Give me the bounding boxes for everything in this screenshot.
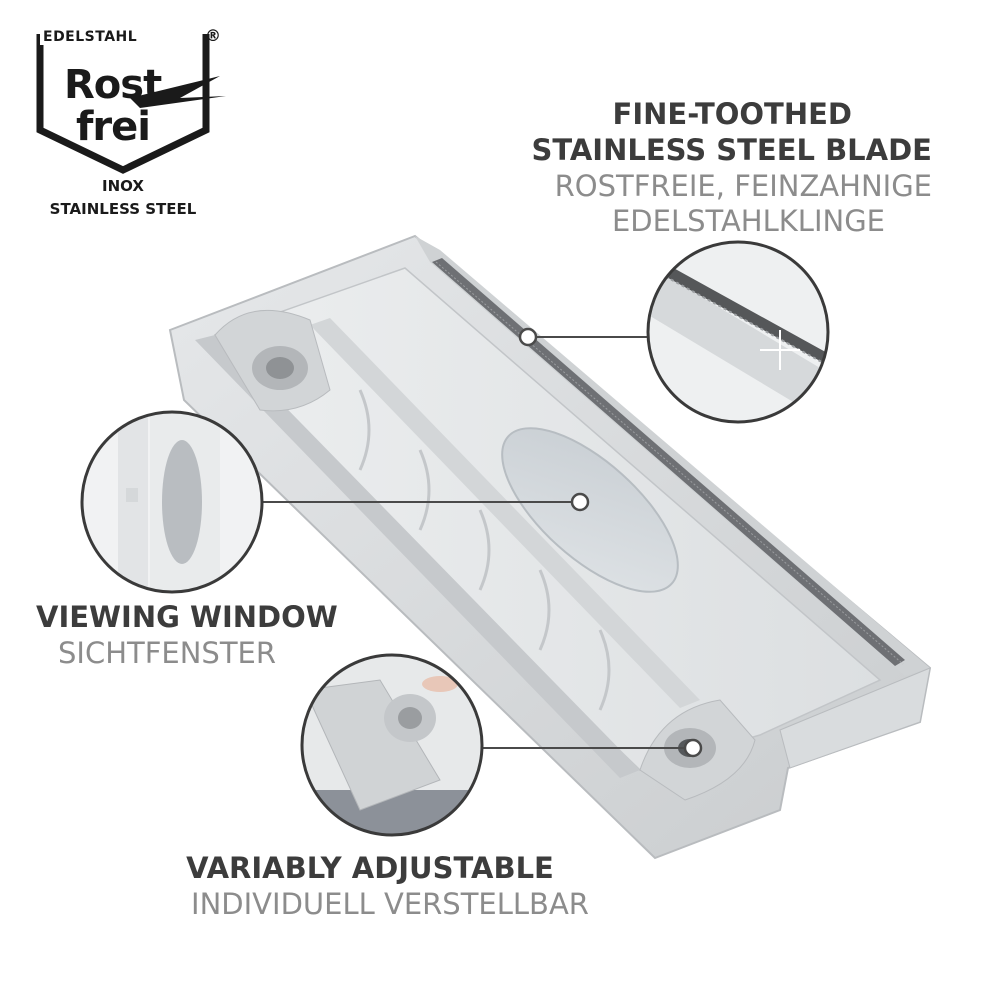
logo-word-rost: Rost: [64, 62, 162, 108]
adjust-subtitle: INDIVIDUELL VERSTELLBAR: [191, 887, 589, 921]
window-subtitle: SICHTFENSTER: [58, 636, 277, 670]
rostfrei-logo: EDELSTAHL ® Rost frei INOX STAINLESS STE…: [30, 20, 230, 220]
logo-registered-mark: ®: [205, 26, 221, 45]
blade-subtitle-line1: ROSTFREIE, FEINZAHNIGE: [554, 169, 932, 203]
logo-inox: INOX: [102, 177, 144, 195]
window-zoom-circle: [80, 410, 264, 594]
adjust-title: VARIABLY ADJUSTABLE: [186, 851, 554, 885]
viewing-window: [501, 427, 679, 593]
blade-subtitle-line2: EDELSTAHLKLINGE: [611, 204, 885, 238]
window-title: VIEWING WINDOW: [36, 600, 338, 634]
blade-title-line1: FINE-TOOTHED: [612, 97, 852, 131]
logo-stainless-steel: STAINLESS STEEL: [49, 200, 197, 218]
blade-zoom-circle: [646, 240, 830, 424]
logo-top-text: EDELSTAHL: [40, 29, 141, 45]
blade-title-line2: STAINLESS STEEL BLADE: [531, 133, 932, 167]
logo-word-frei: frei: [76, 104, 151, 150]
shield-badge-icon: [36, 34, 226, 174]
adjust-zoom-circle: [300, 653, 484, 837]
